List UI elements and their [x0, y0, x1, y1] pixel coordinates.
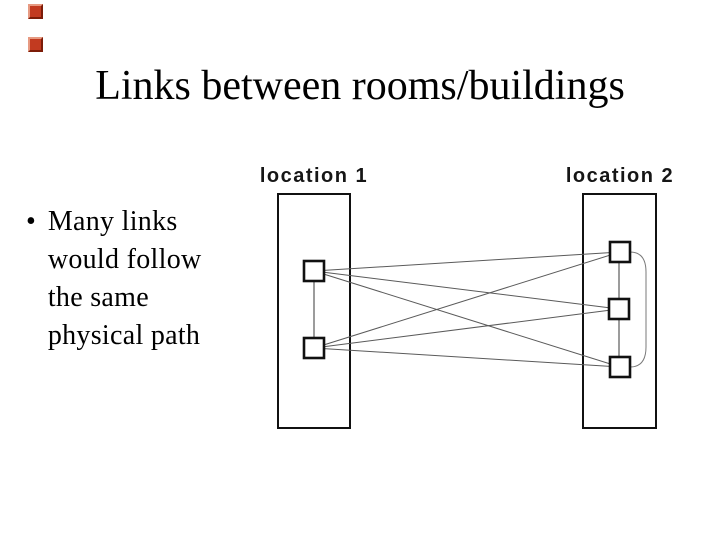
bullet-marker: • — [26, 206, 36, 237]
bullet-item: • Many links would follow the same physi… — [26, 203, 202, 355]
link-lines — [313, 251, 621, 368]
slide-title: Links between rooms/buildings — [95, 63, 625, 109]
port-node-loc1-2 — [302, 336, 326, 360]
label-location-2: location 2 — [565, 165, 675, 187]
bullet-line: the same — [47, 282, 149, 313]
link-line — [313, 251, 621, 272]
riser-lines — [313, 252, 620, 367]
link-line — [313, 270, 621, 368]
red-square-icon — [28, 37, 43, 52]
port-node-loc1-1 — [302, 259, 326, 283]
red-square-icon — [28, 4, 43, 19]
bullet-line: Many links — [47, 206, 178, 237]
bullet-line: physical path — [47, 320, 201, 351]
building-2-outline — [582, 193, 657, 429]
link-line — [313, 347, 621, 368]
building-1-outline — [277, 193, 351, 429]
port-node-loc2-2 — [607, 297, 631, 321]
label-location-1: location 1 — [259, 165, 369, 187]
link-line — [313, 251, 621, 349]
loop-curve — [629, 251, 647, 368]
link-line — [313, 270, 620, 310]
bullet-text: Many links would follow the same physica… — [48, 203, 202, 355]
port-nodes — [302, 240, 632, 379]
bullet-line: would follow — [47, 244, 202, 275]
link-line — [313, 308, 620, 349]
port-node-loc2-1 — [608, 240, 632, 264]
port-node-loc2-3 — [608, 355, 632, 379]
